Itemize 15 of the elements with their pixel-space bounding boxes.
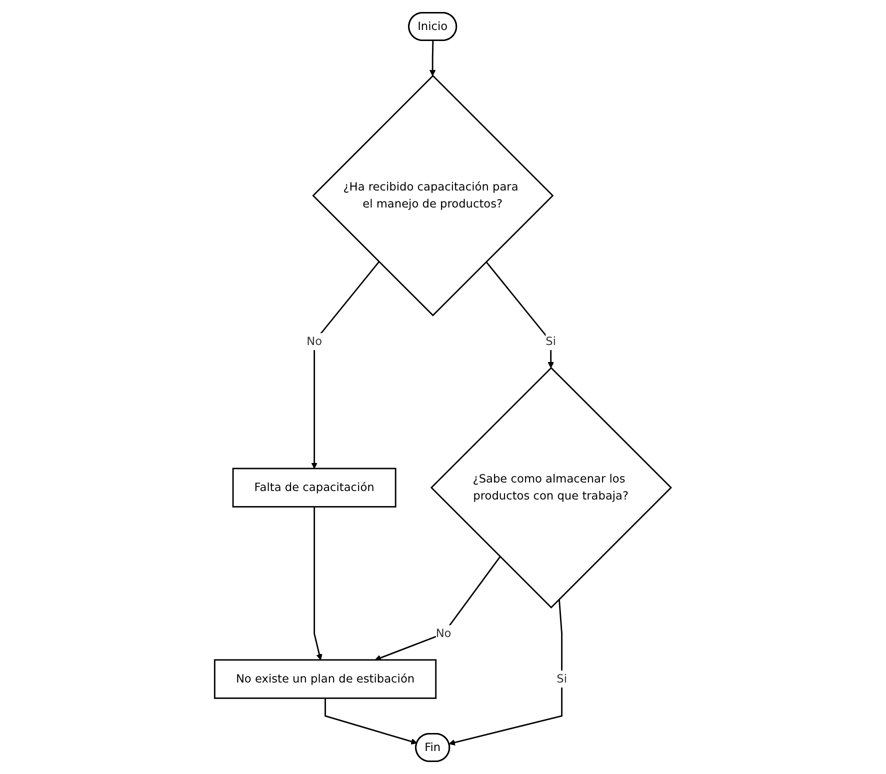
arrow [375, 556, 501, 661]
node-diamond: ¿Sabe como almacenar los productos con que trabaja? [430, 366, 672, 608]
arrow [449, 599, 563, 746]
edge-label: No [306, 334, 322, 348]
arrow [311, 261, 380, 469]
arrow [486, 261, 554, 368]
edge-label: No [436, 626, 452, 640]
edge-label: Si [546, 334, 556, 348]
arrow [324, 698, 418, 745]
arrow [430, 40, 436, 76]
node-diamond: ¿Ha recibido capacitación para el manejo de productos? [312, 74, 554, 316]
node-box: Falta de capacitación [232, 468, 396, 508]
edge-label: Si [556, 672, 568, 686]
node-box: No existe un plan de estibación [214, 659, 437, 699]
arrow [314, 506, 322, 660]
